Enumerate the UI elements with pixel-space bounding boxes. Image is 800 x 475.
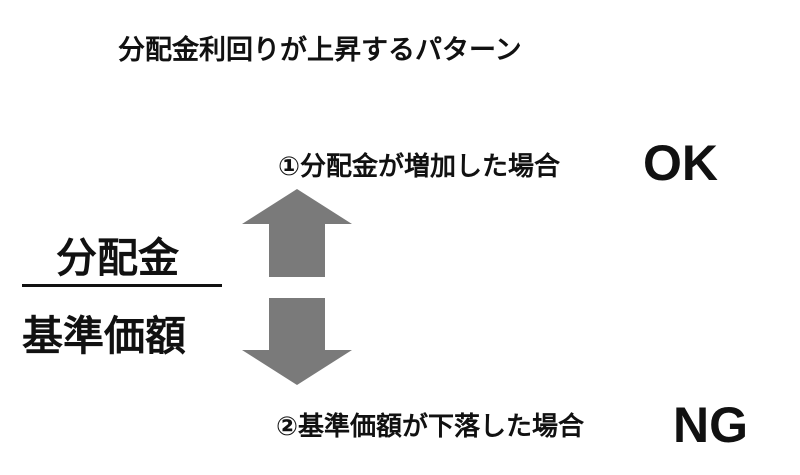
case1-label: ①分配金が増加した場合	[278, 152, 561, 182]
case2-label: ②基準価額が下落した場合	[276, 412, 585, 442]
up-arrow-icon	[242, 189, 352, 277]
fraction-numerator: 分配金	[56, 234, 179, 282]
fraction-bar	[22, 284, 222, 287]
case2-result: NG	[673, 397, 748, 453]
diagram-title: 分配金利回りが上昇するパターン	[118, 35, 522, 66]
fraction-denominator: 基準価額	[22, 312, 186, 360]
case1-result: OK	[643, 135, 718, 191]
down-arrow-icon	[242, 298, 352, 385]
